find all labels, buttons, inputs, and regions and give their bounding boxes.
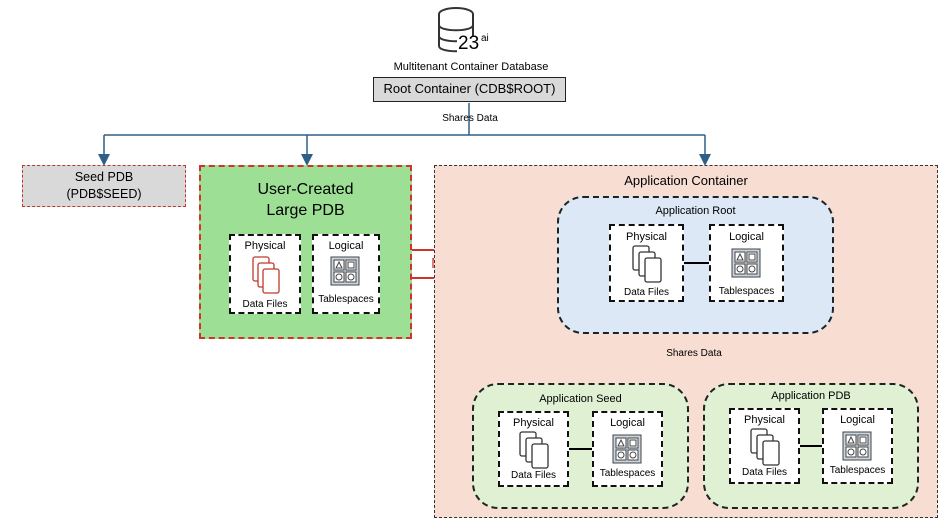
user-physical-label: Physical xyxy=(244,240,286,252)
root-physical-label: Physical xyxy=(626,231,667,243)
seed-tablespaces-icon xyxy=(612,434,642,464)
application-root-box xyxy=(557,196,834,334)
application-root-title: Application Root xyxy=(655,205,736,217)
pdb-data-files-label: Data Files xyxy=(741,467,787,478)
pdb-tablespaces-label: Tablespaces xyxy=(829,465,886,476)
pdb-physical-label: Physical xyxy=(744,414,785,426)
application-pdb-title: Application PDB xyxy=(771,390,851,402)
seed-logical-label: Logical xyxy=(610,417,645,429)
db-version-superscript: ai xyxy=(481,33,489,44)
user-pdb-title-line2: Large PDB xyxy=(266,202,345,219)
root-logical-label: Logical xyxy=(729,231,764,243)
seed-physical-label: Physical xyxy=(513,417,554,429)
root-data-files-label: Data Files xyxy=(623,287,669,298)
seed-connector xyxy=(569,448,592,450)
shares-data-label-top: Shares Data xyxy=(442,113,498,124)
seed-data-files-label: Data Files xyxy=(510,470,556,481)
diagram-title: Multitenant Container Database xyxy=(393,61,549,73)
data-files-icon xyxy=(252,256,280,294)
seed-pdb-box: Seed PDB (PDB$SEED) xyxy=(22,165,186,207)
db-version: 23 xyxy=(458,33,480,54)
seed-pdb-line1: Seed PDB xyxy=(74,170,134,184)
pdb-tablespaces-icon xyxy=(842,431,872,461)
application-seed-title: Application Seed xyxy=(539,393,622,405)
root-data-files-icon xyxy=(632,245,662,283)
application-container-title: Application Container xyxy=(624,173,748,188)
seed-logical-box xyxy=(592,411,663,487)
user-tablespaces-label: Tablespaces xyxy=(318,294,374,305)
root-connector xyxy=(684,262,709,264)
seed-data-files-icon xyxy=(519,431,549,469)
seed-pdb-line2: (PDB$SEED) xyxy=(66,187,142,201)
shares-data-label-app: Shares Data xyxy=(666,348,722,359)
user-pdb-title-line1: User-Created xyxy=(257,181,354,198)
seed-tablespaces-label: Tablespaces xyxy=(599,468,656,479)
database-icon xyxy=(438,7,497,56)
root-tablespaces-label: Tablespaces xyxy=(718,286,775,297)
root-tablespaces-icon xyxy=(731,248,761,278)
root-container-box: Root Container (CDB$ROOT) xyxy=(373,77,566,102)
pdb-data-files-icon xyxy=(750,428,780,466)
pdb-connector xyxy=(800,445,822,447)
pdb-logical-label: Logical xyxy=(840,414,875,426)
user-logical-label: Logical xyxy=(328,240,364,252)
tablespaces-icon xyxy=(330,256,360,286)
user-data-files-label: Data Files xyxy=(242,299,288,310)
